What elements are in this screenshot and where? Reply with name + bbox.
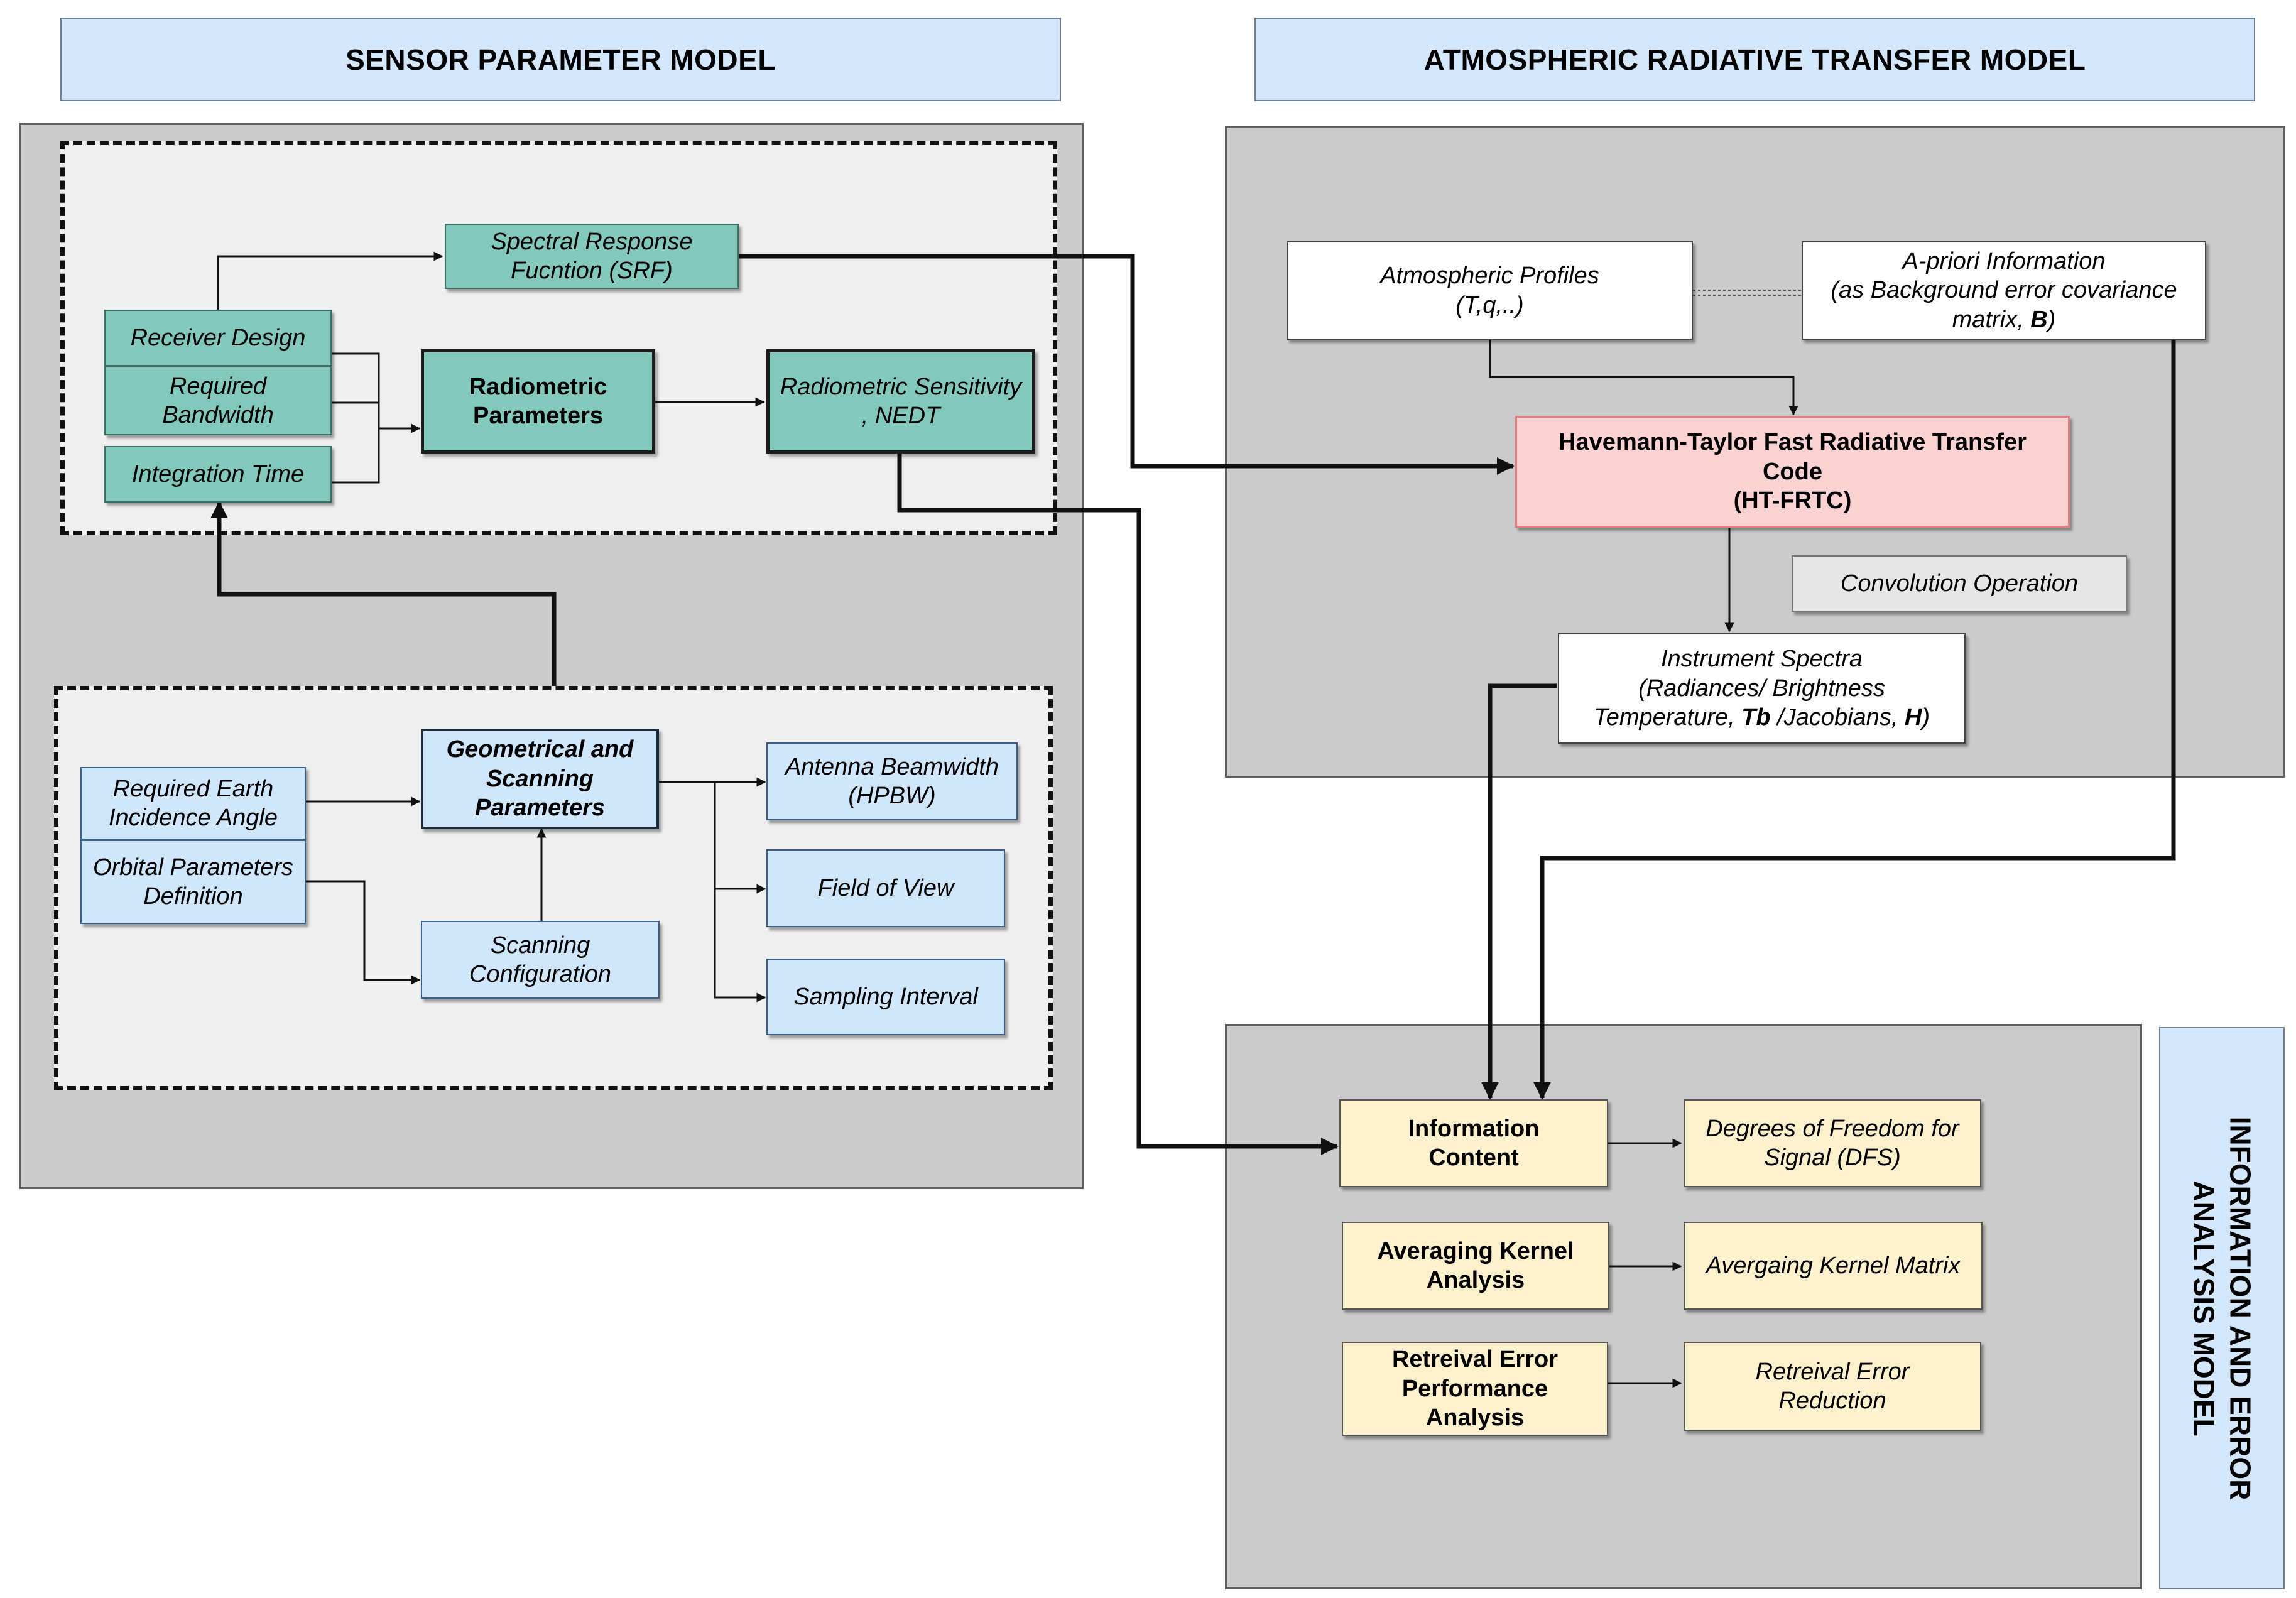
nedt-to-information-connector (897, 452, 1339, 1155)
convolution-operation-box: Convolution Operation (1792, 555, 2127, 612)
sensor-model-header: SENSOR PARAMETER MODEL (60, 18, 1061, 101)
retrieval-error-analysis-box: Retreival Error Performance Analysis (1342, 1342, 1608, 1436)
receiver-to-srf-connector (217, 251, 443, 310)
antenna-beamwidth-box: Antenna Beamwidth (HPBW) (766, 742, 1018, 820)
required-bandwidth-box: Required Bandwidth (104, 366, 332, 435)
apriori-information-box: A-priori Information (as Background erro… (1802, 241, 2206, 340)
dfs-box: Degrees of Freedom for Signal (DFS) (1684, 1099, 1981, 1187)
sensor-model-title: SENSOR PARAMETER MODEL (345, 43, 776, 76)
background-covariance-symbol: B (2030, 306, 2048, 333)
information-content-box: Information Content (1339, 1099, 1608, 1187)
orbital-parameters-box: Orbital Parameters Definition (80, 840, 306, 924)
apriori-to-information-connector (1533, 340, 2176, 1100)
retrieval-error-reduction-box: Retreival Error Reduction (1684, 1342, 1981, 1431)
srf-to-htfrtc-connector (739, 254, 1515, 475)
brightness-temperature-symbol: Tb (1741, 704, 1771, 731)
information-model-header: INFORMATION AND ERROR ANALYSIS MODEL (2159, 1027, 2285, 1589)
scanning-configuration-box: Scanning Configuration (421, 921, 660, 999)
radiometric-sensitivity-box: Radiometric Sensitivity , NEDT (766, 349, 1035, 454)
receiver-design-box: Receiver Design (104, 310, 332, 366)
jacobian-symbol: H (1904, 704, 1922, 731)
atmospheric-model-title: ATMOSPHERIC RADIATIVE TRANSFER MODEL (1423, 43, 2086, 76)
integration-time-connector (332, 428, 380, 484)
instrument-spectra-box: Instrument Spectra (Radiances/ Brightnes… (1558, 633, 1966, 744)
orbital-to-scanning-connector (306, 880, 421, 985)
averaging-kernel-matrix-box: Avergaing Kernel Matrix (1684, 1222, 1983, 1310)
field-of-view-box: Field of View (766, 849, 1005, 927)
geo-to-fov-connector (714, 782, 766, 894)
earth-incidence-angle-box: Required Earth Incidence Angle (80, 767, 306, 840)
atmospheric-model-header: ATMOSPHERIC RADIATIVE TRANSFER MODEL (1254, 18, 2255, 101)
srf-box: Spectral Response Fucntion (SRF) (445, 224, 739, 289)
atmospheric-profiles-box: Atmospheric Profiles (T,q,..) (1287, 241, 1693, 340)
ht-frtc-box: Havemann-Taylor Fast Radiative Transfer … (1515, 416, 2070, 528)
integration-time-box: Integration Time (104, 446, 332, 503)
geometrical-scanning-parameters-box: Geometrical and Scanning Parameters (421, 729, 659, 829)
geometry-to-radiometric-connector (210, 501, 557, 686)
sampling-interval-box: Sampling Interval (766, 959, 1005, 1035)
averaging-kernel-analysis-box: Averaging Kernel Analysis (1342, 1222, 1609, 1310)
radiometric-parameters-box: Radiometric Parameters (421, 349, 655, 454)
spectra-to-information-connector (1481, 683, 1557, 1100)
geo-to-sampling-connector (714, 889, 766, 1003)
profiles-to-htfrtc-connector (1489, 340, 1798, 416)
receiver-design-connector (332, 352, 380, 428)
profiles-apriori-dotted-connector (1693, 290, 1802, 296)
